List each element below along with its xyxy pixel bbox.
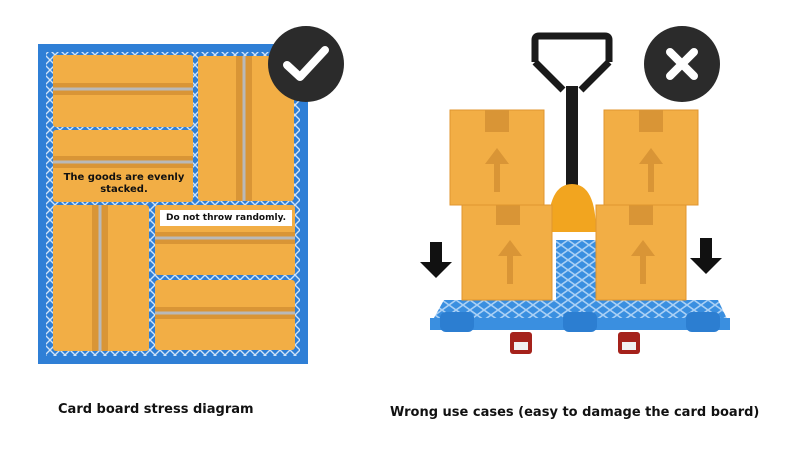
carton-box bbox=[198, 56, 294, 201]
pallet bbox=[430, 240, 730, 332]
cross-icon bbox=[666, 48, 698, 80]
correct-badge bbox=[268, 26, 344, 102]
jack-wheel bbox=[618, 332, 640, 354]
check-icon bbox=[283, 46, 329, 81]
hydraulic-pump bbox=[548, 184, 596, 232]
jack-wheel bbox=[510, 332, 532, 354]
carton-box bbox=[449, 109, 545, 206]
carton-box bbox=[53, 55, 193, 127]
wrong-badge bbox=[644, 26, 720, 102]
down-arrow-icon bbox=[690, 238, 722, 274]
carton-box bbox=[603, 109, 699, 206]
wrong-use-illustration bbox=[400, 0, 780, 380]
carton-box bbox=[155, 280, 295, 350]
pallet-jack-scene bbox=[420, 32, 730, 354]
correct-use-illustration: The goods are evenly stacked. Do not thr… bbox=[0, 0, 360, 380]
note-do-not-throw: Do not throw randomly. bbox=[160, 210, 292, 226]
down-arrow-icon bbox=[420, 242, 452, 278]
note-even-stacking: The goods are evenly stacked. bbox=[60, 172, 188, 196]
carton-box bbox=[53, 205, 149, 351]
carton-box bbox=[461, 204, 553, 301]
pallet-top-view bbox=[38, 44, 308, 364]
left-caption: Card board stress diagram bbox=[58, 402, 254, 417]
right-caption: Wrong use cases (easy to damage the card… bbox=[390, 405, 760, 420]
carton-box bbox=[595, 204, 687, 301]
pallet-jack-handle bbox=[531, 32, 613, 206]
